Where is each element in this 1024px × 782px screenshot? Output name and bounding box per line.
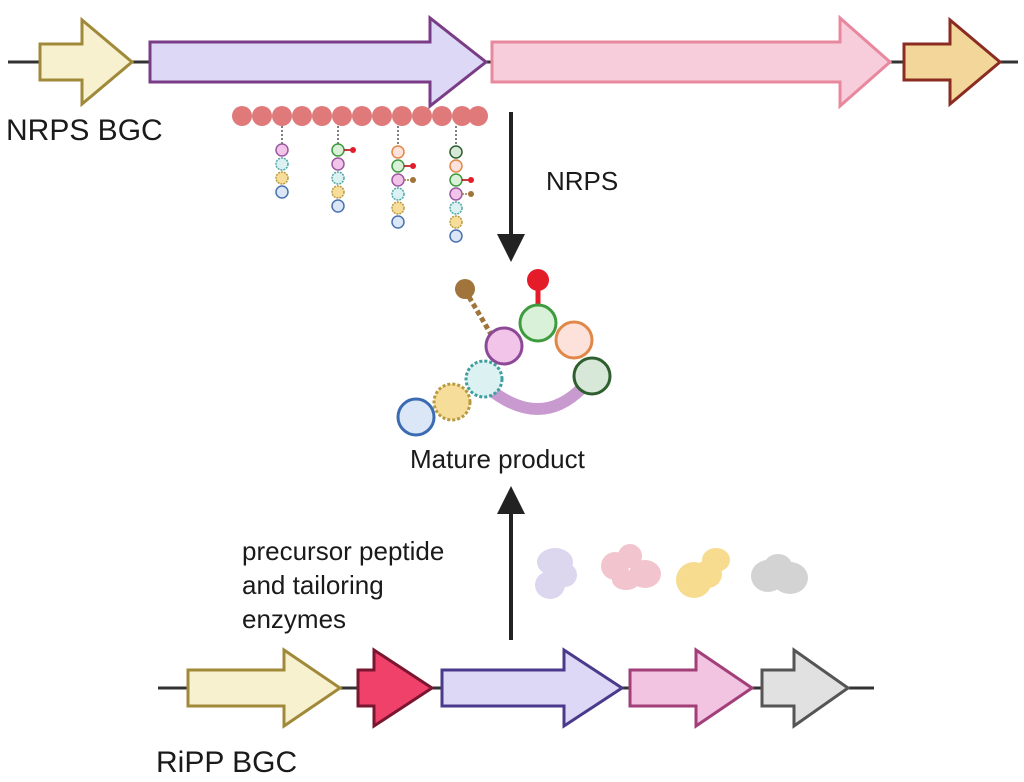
mature-product-label: Mature product xyxy=(410,444,585,474)
nrps-arrow-label: NRPS xyxy=(546,166,619,196)
nrps-gene-4 xyxy=(902,16,1003,108)
ripp-gene-5 xyxy=(760,647,851,729)
mature-product-molecule xyxy=(396,269,612,437)
precursor-peptide-label: precursor peptide and tailoring enzymes xyxy=(242,534,522,636)
nrps-gene-3 xyxy=(490,14,893,110)
enzyme-yellow xyxy=(676,548,730,598)
nrps-gene-1 xyxy=(38,16,135,108)
ripp-gene-4 xyxy=(628,647,755,729)
nrps-gene-2 xyxy=(148,14,489,110)
precursor-label-line-3: enzymes xyxy=(242,604,347,634)
growing-chain-3 xyxy=(391,126,416,229)
growing-chain-4 xyxy=(449,126,474,243)
growing-chain-1 xyxy=(275,126,289,199)
ripp-up-arrow xyxy=(497,486,525,640)
ripp-gene-3 xyxy=(440,647,625,729)
growing-chain-2 xyxy=(331,126,356,213)
nrps-down-arrow xyxy=(497,112,525,262)
precursor-label-line-2: and tailoring xyxy=(242,570,384,600)
ripp-gene-2 xyxy=(356,647,435,729)
ripp-gene-1 xyxy=(186,647,343,729)
enzyme-gray xyxy=(751,554,808,594)
precursor-label-line-1: precursor peptide xyxy=(242,536,445,566)
nrps-assembly-line xyxy=(232,106,488,243)
enzyme-pink xyxy=(601,544,661,590)
nrps-bgc-label: NRPS BGC xyxy=(6,114,163,147)
tailoring-enzymes xyxy=(535,544,808,599)
enzyme-lavender xyxy=(535,548,577,599)
ripp-bgc-label: RiPP BGC xyxy=(156,746,298,779)
